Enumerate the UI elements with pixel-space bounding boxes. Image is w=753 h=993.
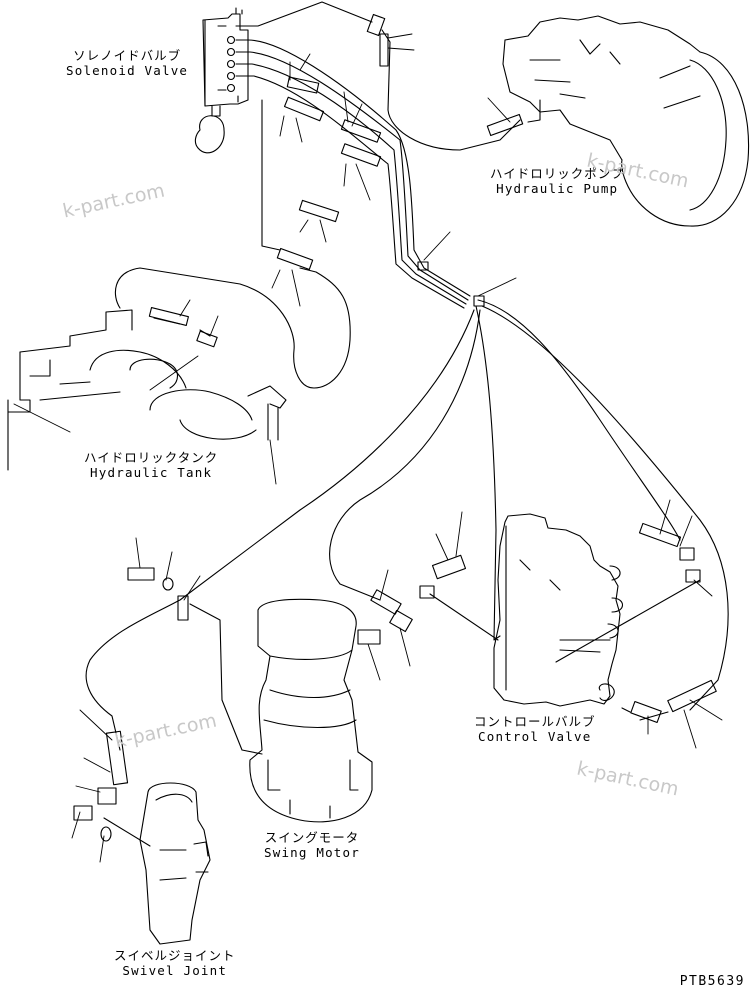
leader-lines <box>13 33 723 863</box>
control-valve-label-jp: コントロールバルブ <box>474 714 596 729</box>
hydraulic-pump-label-en: Hydraulic Pump <box>496 181 619 196</box>
swivel-joint-label-jp: スイベルジョイント <box>114 948 236 963</box>
hydraulic-pump-label-jp: ハイドロリックポンプ <box>490 166 625 181</box>
control-valve-drawing <box>493 513 624 707</box>
solenoid-valve-label: ソレノイドバルブ Solenoid Valve <box>66 48 188 78</box>
solenoid-valve-label-jp: ソレノイドバルブ <box>73 48 182 63</box>
drawing-reference: PTB5639 <box>679 974 745 989</box>
swivel-joint-drawing <box>139 782 211 945</box>
swing-motor-drawing <box>249 598 373 823</box>
hydraulic-tank-label: ハイドロリックタンク Hydraulic Tank <box>84 450 218 480</box>
solenoid-valve-label-en: Solenoid Valve <box>66 63 189 78</box>
swing-motor-label-en: Swing Motor <box>264 845 360 860</box>
solenoid-valve-drawing <box>194 7 249 154</box>
fittings <box>73 13 717 842</box>
swivel-joint-label: スイベルジョイント Swivel Joint <box>114 948 236 978</box>
hydraulic-tank-drawing <box>7 309 287 471</box>
control-valve-label: コントロールバルブ Control Valve <box>474 714 596 744</box>
swing-motor-label: スイングモータ Swing Motor <box>264 830 360 860</box>
swing-motor-label-jp: スイングモータ <box>264 830 360 845</box>
hydraulic-tank-label-en: Hydraulic Tank <box>90 465 213 480</box>
hydraulic-pump-label: ハイドロリックポンプ Hydraulic Pump <box>490 166 624 196</box>
hydraulic-tank-label-jp: ハイドロリックタンク <box>84 450 219 465</box>
hydraulic-pump-drawing <box>502 15 750 227</box>
control-valve-label-en: Control Valve <box>478 729 592 744</box>
swivel-joint-label-en: Swivel Joint <box>122 963 228 978</box>
hose-routes <box>85 1 729 847</box>
